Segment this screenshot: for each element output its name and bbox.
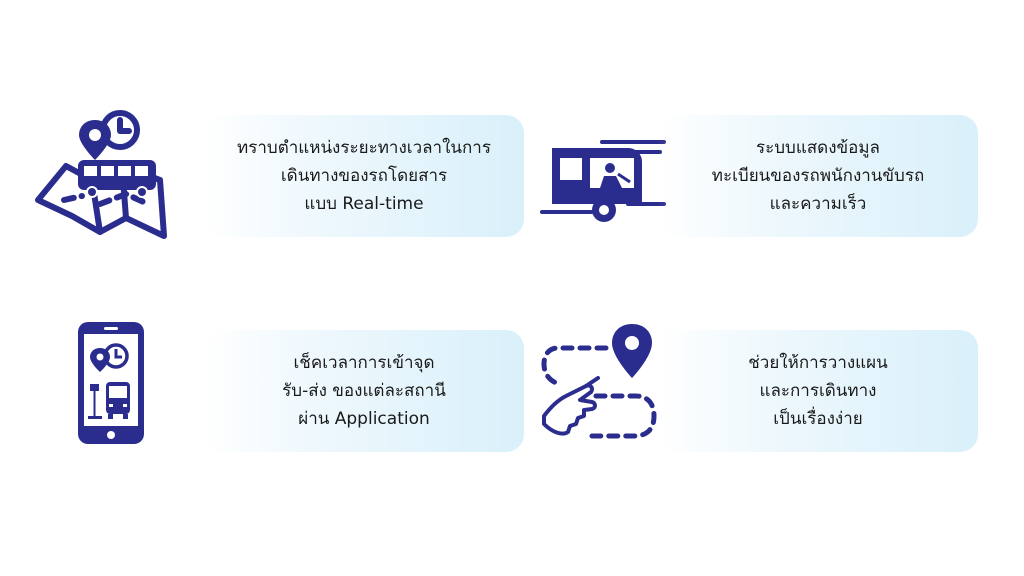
hand-route-pin-icon	[536, 320, 666, 448]
map-bus-clock-icon	[30, 108, 175, 243]
feature-text-driver-info: ระบบแสดงข้อมูล ทะเบียนของรถพนักงานขับรถ …	[711, 138, 925, 214]
feature-text-application: เช็คเวลาการเข้าจุด รับ-ส่ง ของแต่ละสถานี…	[282, 353, 446, 429]
feature-card-realtime: ทราบตำแหน่งระยะทางเวลาในการ เดินทางของรถ…	[204, 115, 524, 237]
feature-card-application: เช็คเวลาการเข้าจุด รับ-ส่ง ของแต่ละสถานี…	[204, 330, 524, 452]
feature-card-driver-info: ระบบแสดงข้อมูล ทะเบียนของรถพนักงานขับรถ …	[658, 115, 978, 237]
feature-text-planning: ช่วยให้การวางแผน และการเดินทาง เป็นเรื่อ…	[748, 353, 888, 429]
feature-card-planning: ช่วยให้การวางแผน และการเดินทาง เป็นเรื่อ…	[658, 330, 978, 452]
smartphone-bus-icon	[76, 320, 146, 446]
moving-bus-driver-icon	[538, 138, 668, 228]
feature-text-realtime: ทราบตำแหน่งระยะทางเวลาในการ เดินทางของรถ…	[237, 138, 491, 214]
